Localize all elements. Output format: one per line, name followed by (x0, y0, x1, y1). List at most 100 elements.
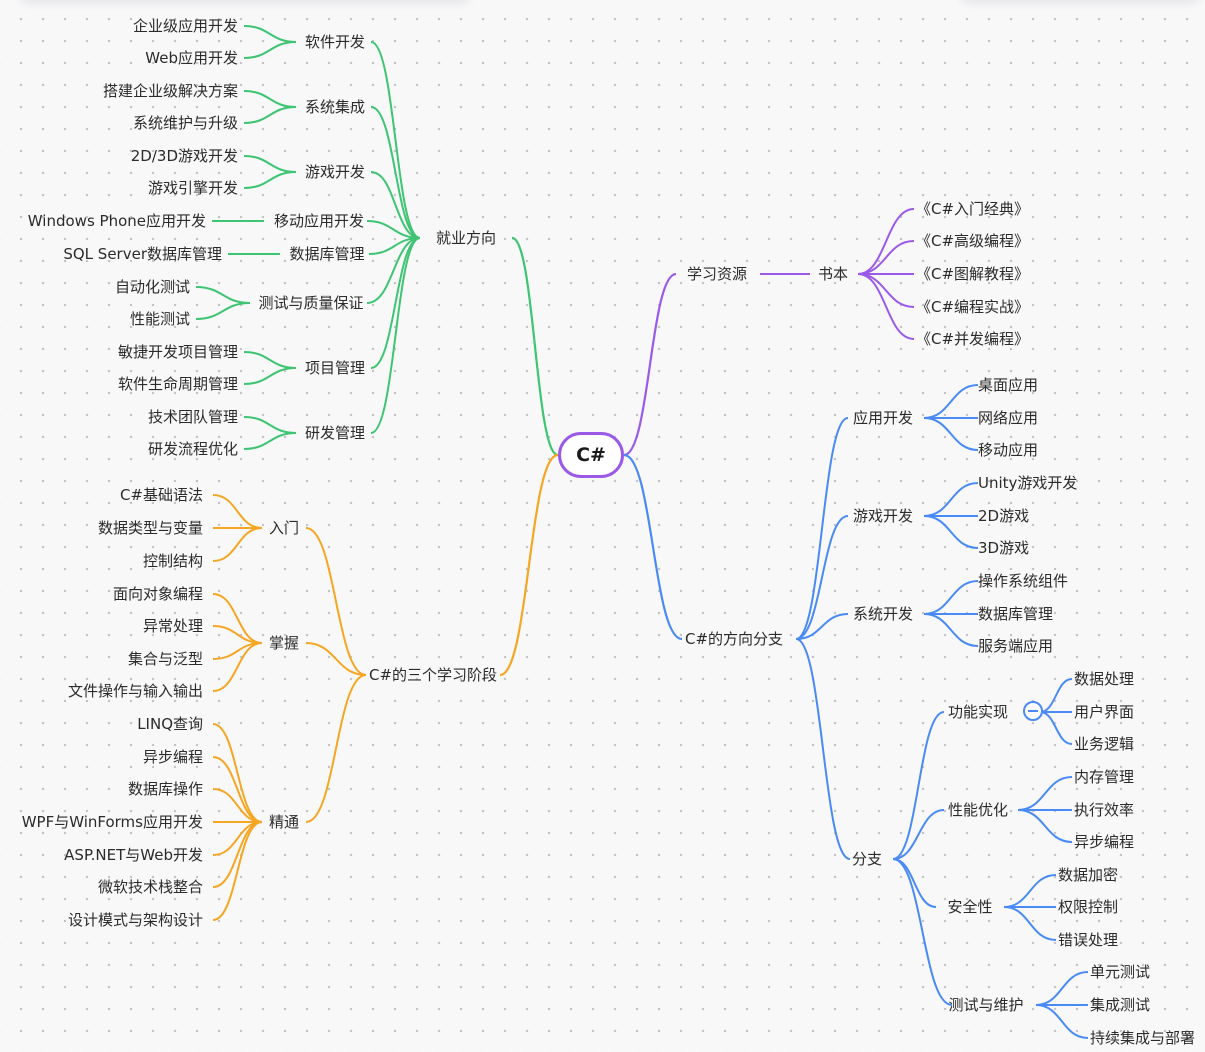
sub-branch-item[interactable]: 功能实现 (947, 703, 1009, 721)
stage-leaf[interactable]: 设计模式与架构设计 (67, 911, 203, 929)
collapse-toggle-icon[interactable] (1023, 701, 1043, 721)
sub-branch-leaf[interactable]: 内存管理 (1074, 768, 1135, 786)
employment-leaf[interactable]: 研发流程优化 (147, 440, 238, 458)
connector-line (195, 286, 251, 304)
direction-leaf[interactable]: 2D游戏 (978, 507, 1030, 525)
employment-item[interactable]: 移动应用开发 (273, 212, 365, 230)
connector-line (243, 41, 297, 59)
connector-line (243, 171, 297, 189)
employment-leaf[interactable]: 技术团队管理 (147, 408, 238, 426)
connector-line (370, 237, 421, 434)
sub-branch-leaf[interactable]: 权限控制 (1058, 898, 1119, 916)
root-label: C# (576, 444, 606, 466)
connector-line (243, 416, 297, 434)
connector-line (212, 821, 263, 921)
direction-leaf[interactable]: Unity游戏开发 (978, 474, 1078, 492)
connector-line (243, 155, 297, 173)
employment-item[interactable]: 测试与质量保证 (258, 294, 364, 312)
stage-item[interactable]: 入门 (268, 519, 300, 537)
employment-leaf[interactable]: Web应用开发 (145, 49, 238, 67)
sub-branch-leaf[interactable]: 集成测试 (1090, 996, 1151, 1014)
sub-branch-leaf[interactable]: 异步编程 (1074, 833, 1135, 851)
sub-branch-leaf[interactable]: 业务逻辑 (1074, 735, 1135, 753)
book-item[interactable]: 《C#并发编程》 (916, 330, 1030, 348)
sub-branch-item[interactable]: 安全性 (947, 898, 993, 916)
stage-leaf[interactable]: 异步编程 (142, 748, 203, 766)
employment-leaf[interactable]: 软件生命周期管理 (117, 375, 238, 393)
employment-item[interactable]: 数据库管理 (289, 245, 365, 263)
direction-leaf[interactable]: 3D游戏 (978, 539, 1030, 557)
book-item[interactable]: 《C#编程实战》 (916, 298, 1030, 316)
book-item[interactable]: 《C#图解教程》 (916, 265, 1030, 283)
stage-leaf[interactable]: WPF与WinForms应用开发 (21, 813, 203, 831)
sub-branch-item[interactable]: 性能优化 (947, 801, 1009, 819)
direction-item[interactable]: 应用开发 (852, 409, 914, 427)
connector-line (366, 237, 421, 304)
connector-line (857, 208, 915, 275)
employment-item[interactable]: 软件开发 (304, 33, 366, 51)
stage-leaf[interactable]: 数据类型与变量 (97, 519, 203, 537)
direction-item[interactable]: 系统开发 (852, 605, 914, 623)
direction-leaf[interactable]: 数据库管理 (978, 605, 1054, 623)
sub-branch-leaf[interactable]: 单元测试 (1090, 963, 1151, 981)
employment-leaf[interactable]: 企业级应用开发 (132, 17, 238, 35)
direction-leaf[interactable]: 服务端应用 (978, 637, 1054, 655)
employment-leaf[interactable]: 系统维护与升级 (132, 114, 238, 132)
employment-leaf[interactable]: 自动化测试 (114, 278, 190, 296)
employment-item[interactable]: 系统集成 (304, 98, 366, 116)
employment-item[interactable]: 项目管理 (304, 359, 366, 377)
sub-branch-leaf[interactable]: 执行效率 (1074, 801, 1135, 819)
sub-branch-leaf[interactable]: 错误处理 (1058, 931, 1119, 949)
sub-branch-leaf[interactable]: 持续集成与部署 (1090, 1029, 1196, 1047)
connector-line (923, 482, 979, 517)
stage-leaf[interactable]: 集合与泛型 (127, 650, 203, 668)
direction-leaf[interactable]: 网络应用 (978, 409, 1039, 427)
connector-line (243, 106, 297, 124)
stage-leaf[interactable]: 面向对象编程 (112, 585, 203, 603)
branch-learning-stages[interactable]: C#的三个学习阶段 (368, 666, 498, 684)
stage-leaf[interactable]: ASP.NET与Web开发 (64, 846, 203, 864)
branch-resources[interactable]: 学习资源 (686, 265, 748, 283)
connector-line (243, 432, 297, 450)
direction-leaf[interactable]: 桌面应用 (978, 376, 1039, 394)
employment-leaf[interactable]: Windows Phone应用开发 (27, 212, 206, 230)
employment-leaf[interactable]: SQL Server数据库管理 (63, 245, 222, 263)
stage-leaf[interactable]: 控制结构 (142, 552, 203, 570)
connector-line (305, 674, 367, 823)
book-item[interactable]: 《C#入门经典》 (916, 200, 1030, 218)
stage-leaf[interactable]: 文件操作与输入输出 (67, 682, 203, 700)
employment-leaf[interactable]: 2D/3D游戏开发 (130, 147, 238, 165)
connector-line (1017, 776, 1073, 811)
sub-branch-leaf[interactable]: 数据处理 (1074, 670, 1135, 688)
employment-item[interactable]: 游戏开发 (304, 163, 366, 181)
stage-leaf[interactable]: LINQ查询 (137, 715, 203, 733)
direction-leaf[interactable]: 移动应用 (978, 441, 1039, 459)
sub-branch-item[interactable]: 测试与维护 (948, 996, 1024, 1014)
root-node[interactable]: C# (558, 432, 624, 478)
direction-leaf[interactable]: 操作系统组件 (978, 572, 1069, 590)
stage-leaf[interactable]: 数据库操作 (127, 780, 203, 798)
direction-sub-branch[interactable]: 分支 (851, 850, 883, 868)
stage-leaf[interactable]: 微软技术栈整合 (97, 878, 203, 896)
employment-item[interactable]: 研发管理 (304, 424, 366, 442)
employment-leaf[interactable]: 性能测试 (129, 310, 190, 328)
stage-leaf[interactable]: C#基础语法 (119, 486, 203, 504)
branch-employment[interactable]: 就业方向 (435, 229, 497, 247)
connector-line (1003, 906, 1057, 941)
branch-directions[interactable]: C#的方向分支 (684, 630, 784, 648)
sub-branch-leaf[interactable]: 用户界面 (1074, 703, 1135, 721)
sub-branch-leaf[interactable]: 数据加密 (1058, 866, 1119, 884)
employment-leaf[interactable]: 搭建企业级解决方案 (102, 82, 238, 100)
employment-leaf[interactable]: 游戏引擎开发 (147, 179, 238, 197)
direction-item[interactable]: 游戏开发 (852, 507, 914, 525)
resource-books[interactable]: 书本 (817, 265, 849, 283)
connector-line (511, 236, 559, 457)
connector-line (212, 756, 263, 823)
connector-line (857, 273, 915, 340)
stage-item[interactable]: 精通 (268, 813, 300, 831)
book-item[interactable]: 《C#高级编程》 (916, 232, 1030, 250)
stage-leaf[interactable]: 异常处理 (142, 617, 203, 635)
employment-leaf[interactable]: 敏捷开发项目管理 (117, 343, 238, 361)
stage-item[interactable]: 掌握 (268, 634, 300, 652)
